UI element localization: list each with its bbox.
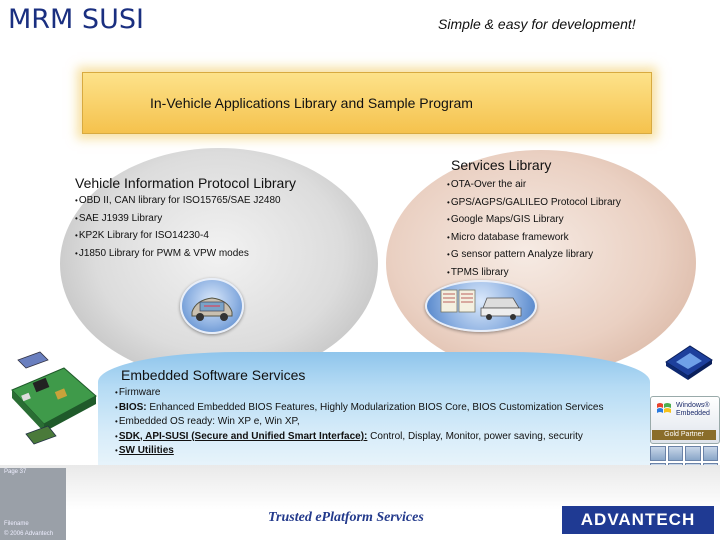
- chip-icon: [662, 340, 716, 384]
- banner-text: In-Vehicle Applications Library and Samp…: [150, 95, 473, 111]
- badge-line2: Embedded: [676, 410, 710, 417]
- car-diagnostics-icon: [180, 278, 244, 334]
- sdk-label: SDK, API-SUSI (Secure and Unified Smart …: [118, 430, 368, 442]
- list-item: J1850 Library for PWM & VPW modes: [75, 245, 281, 263]
- list-item: Micro database framework: [447, 229, 621, 247]
- os-text: Embedded OS ready: Win XP e, Win XP,: [118, 416, 300, 427]
- advantech-logo: ADVANTECH: [562, 506, 714, 534]
- filename-label: Filename: [4, 521, 29, 527]
- list-item: Google Maps/GIS Library: [447, 211, 621, 229]
- firmware-text: Firmware: [118, 387, 161, 398]
- copyright-text: © 2006 Advantech: [4, 531, 54, 537]
- sw-utilities-text: SW Utilities: [118, 445, 174, 456]
- list-item: Firmware: [115, 386, 603, 401]
- list-item: KP2K Library for ISO14230-4: [75, 227, 281, 245]
- badge-line1: Windows®: [676, 402, 710, 409]
- vehicle-protocol-ellipse: [60, 148, 378, 380]
- embedded-board-icon: [4, 350, 100, 460]
- vehicle-protocol-list: OBD II, CAN library for ISO15765/SAE J24…: [75, 192, 281, 262]
- windows-embedded-text: Windows® Embedded: [676, 402, 710, 418]
- windows-logo-icon: [656, 402, 672, 416]
- list-item: OTA-Over the air: [447, 176, 621, 194]
- list-item: TPMS library: [447, 264, 621, 282]
- list-item: G sensor pattern Analyze library: [447, 246, 621, 264]
- services-list: OTA-Over the air GPS/AGPS/GALILEO Protoc…: [447, 176, 621, 281]
- services-title: Services Library: [451, 157, 552, 173]
- tagline: Simple & easy for development!: [438, 16, 636, 32]
- list-item: BIOS: Enhanced Embedded BIOS Features, H…: [115, 401, 604, 416]
- list-item: GPS/AGPS/GALILEO Protocol Library: [447, 194, 621, 212]
- list-item: Embedded OS ready: Win XP e, Win XP,: [115, 415, 603, 430]
- footer-slogan: Trusted ePlatform Services: [268, 510, 424, 525]
- footer-side-panel: [0, 468, 66, 540]
- bios-label: BIOS:: [118, 401, 147, 413]
- list-item: SW Utilities: [115, 444, 603, 459]
- banner-box: [82, 72, 652, 134]
- page-title: MRM SUSI: [8, 4, 144, 35]
- embedded-title: Embedded Software Services: [121, 367, 306, 383]
- embedded-list: Firmware BIOS: Enhanced Embedded BIOS Fe…: [115, 386, 604, 459]
- gold-partner-label: Gold Partner: [652, 430, 716, 440]
- list-item: SAE J1939 Library: [75, 210, 281, 228]
- list-item: SDK, API-SUSI (Secure and Unified Smart …: [115, 430, 603, 445]
- bios-text: Enhanced Embedded BIOS Features, Highly …: [149, 401, 604, 413]
- list-item: OBD II, CAN library for ISO15765/SAE J24…: [75, 192, 281, 210]
- vehicle-protocol-title: Vehicle Information Protocol Library: [75, 175, 296, 191]
- vehicle-services-icon: [425, 280, 537, 332]
- sdk-text: Control, Display, Monitor, power saving,…: [370, 430, 583, 442]
- page-number: Page 37: [4, 469, 27, 475]
